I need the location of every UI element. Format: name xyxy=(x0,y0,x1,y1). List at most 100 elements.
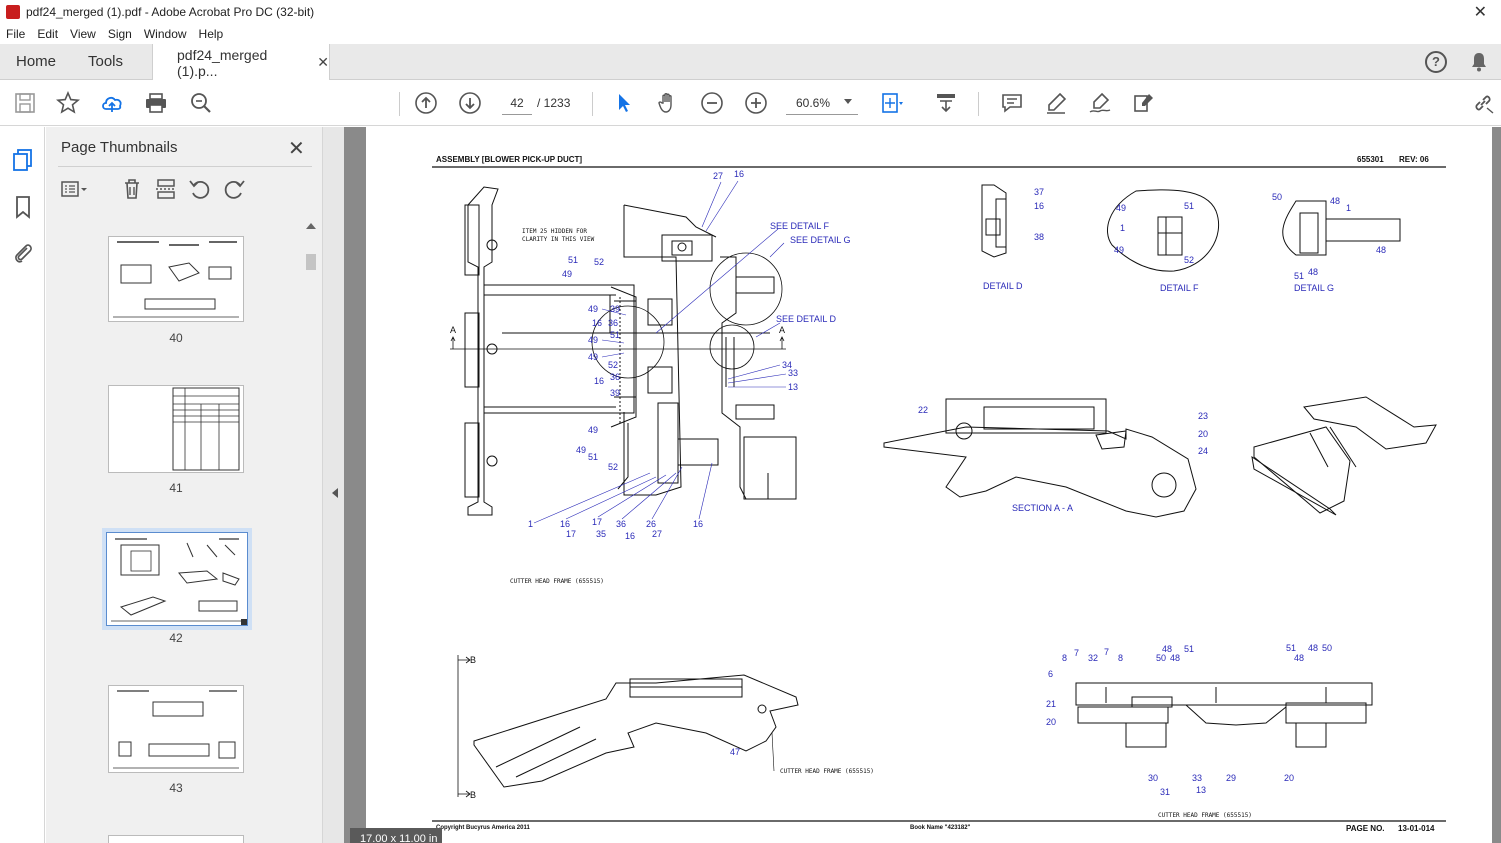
svg-text:52: 52 xyxy=(1184,255,1194,265)
rotate-right-icon[interactable] xyxy=(222,177,246,201)
page-thumbnail-43[interactable] xyxy=(108,685,244,773)
svg-text:16: 16 xyxy=(625,531,635,541)
thumbnail-label-40: 40 xyxy=(169,331,183,345)
page-thumbnails-icon[interactable] xyxy=(11,148,35,172)
delete-page-icon[interactable] xyxy=(120,177,144,201)
cloud-upload-icon[interactable] xyxy=(100,91,124,115)
svg-text:23: 23 xyxy=(1198,411,1208,421)
svg-text:30: 30 xyxy=(1148,773,1158,783)
select-cursor-icon[interactable] xyxy=(612,91,636,115)
svg-text:31: 31 xyxy=(1160,787,1170,797)
svg-text:39: 39 xyxy=(610,304,620,314)
header-revision: REV: 06 xyxy=(1399,155,1429,164)
svg-text:48: 48 xyxy=(1330,196,1340,206)
draw-sign-icon[interactable] xyxy=(1088,91,1112,115)
svg-text:49: 49 xyxy=(588,352,598,362)
fit-page-icon[interactable] xyxy=(879,91,903,115)
notification-bell-icon[interactable] xyxy=(1471,52,1487,72)
highlight-pen-icon[interactable] xyxy=(1044,91,1068,115)
menu-view[interactable]: View xyxy=(70,27,96,41)
bookmark-star-icon[interactable] xyxy=(55,90,81,115)
svg-text:7: 7 xyxy=(1104,647,1109,657)
svg-text:48: 48 xyxy=(1294,653,1304,663)
attachments-icon[interactable] xyxy=(11,241,35,265)
svg-text:49: 49 xyxy=(1116,203,1126,213)
see-detail-f-label: SEE DETAIL F xyxy=(770,221,830,231)
page-thumbnail-44[interactable] xyxy=(108,835,244,843)
svg-text:13: 13 xyxy=(788,382,798,392)
zoom-out-icon[interactable] xyxy=(700,91,724,115)
comment-icon[interactable] xyxy=(1000,91,1024,115)
tab-document[interactable]: pdf24_merged (1).p... ✕ xyxy=(152,44,330,81)
page-thumbnail-42[interactable] xyxy=(106,532,248,626)
svg-text:51: 51 xyxy=(568,255,578,265)
detail-d-drawing xyxy=(981,184,1007,258)
zoom-level-value: 60.6% xyxy=(796,96,831,110)
page-total: / 1233 xyxy=(537,96,571,110)
footer-book-name: Book Name "423182" xyxy=(910,825,971,831)
svg-text:17: 17 xyxy=(566,529,576,539)
tab-close-icon[interactable]: ✕ xyxy=(317,54,329,70)
menu-edit[interactable]: Edit xyxy=(37,27,59,41)
zoom-search-icon[interactable] xyxy=(189,91,213,115)
thumbnail-options-icon[interactable] xyxy=(60,177,87,201)
tab-bar: Home Tools pdf24_merged (1).p... ✕ ? xyxy=(0,44,1501,81)
zoom-level-dropdown[interactable]: 60.6% xyxy=(786,91,858,115)
insert-page-icon[interactable] xyxy=(154,177,178,201)
thumbnail-preview xyxy=(111,538,247,625)
edit-pdf-icon[interactable] xyxy=(1132,91,1156,115)
page-thumbnail-41[interactable] xyxy=(108,385,244,473)
svg-text:39: 39 xyxy=(610,388,620,398)
tab-home[interactable]: Home xyxy=(16,53,57,70)
svg-text:16: 16 xyxy=(1034,201,1044,211)
menu-help[interactable]: Help xyxy=(198,27,224,41)
svg-text:50: 50 xyxy=(1272,192,1282,202)
title-bar: pdf24_merged (1).pdf - Adobe Acrobat Pro… xyxy=(0,0,1501,24)
section-marker-b: B xyxy=(470,790,476,800)
thumbnails-panel: Page Thumbnails ✕ 40 xyxy=(46,127,322,843)
assembly-drawing: ASSEMBLY [BLOWER PICK-UP DUCT] 655301 RE… xyxy=(432,155,1446,833)
panel-title: Page Thumbnails xyxy=(61,139,178,156)
document-viewer[interactable]: ASSEMBLY [BLOWER PICK-UP DUCT] 655301 RE… xyxy=(344,127,1501,843)
rotate-left-icon[interactable] xyxy=(188,177,212,201)
callout-47: 47 xyxy=(730,747,740,757)
side-view-drawing xyxy=(473,674,799,788)
panel-splitter[interactable] xyxy=(322,127,344,843)
panel-close-icon[interactable]: ✕ xyxy=(288,138,305,160)
hand-tool-icon[interactable] xyxy=(656,91,680,115)
svg-text:33: 33 xyxy=(1192,773,1202,783)
svg-text:17: 17 xyxy=(592,517,602,527)
window-title: pdf24_merged (1).pdf - Adobe Acrobat Pro… xyxy=(26,5,315,19)
svg-text:16: 16 xyxy=(560,519,570,529)
bookmarks-icon[interactable] xyxy=(11,195,35,219)
svg-text:48: 48 xyxy=(1308,643,1318,653)
print-icon[interactable] xyxy=(144,91,168,115)
previous-page-icon[interactable] xyxy=(414,91,438,115)
share-link-icon[interactable] xyxy=(1471,91,1495,115)
menu-window[interactable]: Window xyxy=(143,27,187,41)
cutter-head-frame-label: CUTTER HEAD FRAME (655515) xyxy=(780,768,874,775)
page-thumbnail-40[interactable] xyxy=(108,236,244,322)
scrollbar-thumb[interactable] xyxy=(306,254,316,270)
window-close-icon[interactable]: ✕ xyxy=(1473,4,1487,21)
menu-sign[interactable]: Sign xyxy=(107,27,132,41)
help-icon[interactable]: ? xyxy=(1425,51,1447,73)
svg-text:21: 21 xyxy=(1046,699,1056,709)
svg-text:16: 16 xyxy=(693,519,703,529)
toolbar-divider xyxy=(978,92,979,116)
scroll-up-icon[interactable] xyxy=(306,223,316,229)
tab-tools[interactable]: Tools xyxy=(88,53,124,70)
menu-file[interactable]: File xyxy=(6,27,26,41)
svg-text:32: 32 xyxy=(1088,653,1098,663)
cutter-head-frame-label: CUTTER HEAD FRAME (655515) xyxy=(510,578,604,585)
svg-text:51: 51 xyxy=(1184,644,1194,654)
zoom-in-icon[interactable] xyxy=(744,91,768,115)
page-number-input[interactable] xyxy=(502,91,532,115)
front-view-drawing xyxy=(1075,682,1373,748)
save-icon[interactable] xyxy=(13,91,37,115)
svg-text:37: 37 xyxy=(1034,187,1044,197)
next-page-icon[interactable] xyxy=(458,91,482,115)
thumbnail-scrollbar[interactable] xyxy=(304,220,318,843)
collapse-panel-icon[interactable] xyxy=(332,488,338,498)
scroll-mode-icon[interactable] xyxy=(934,91,958,115)
